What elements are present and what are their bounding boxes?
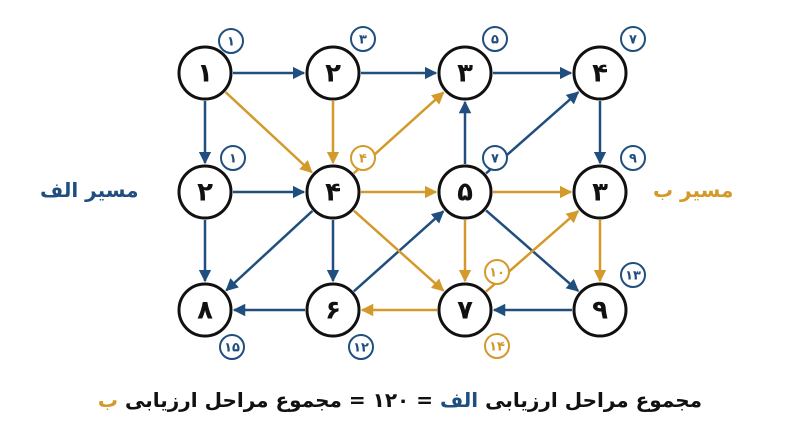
path-a-label: مسیر الف <box>40 178 139 202</box>
footer-path-b: ب <box>97 388 119 412</box>
node-label: ۷ <box>457 296 473 326</box>
node-label: ۹ <box>592 296 608 326</box>
step-badge: ۱۴ <box>484 333 510 359</box>
badge-label: ۱۴ <box>489 340 505 355</box>
node-label: ۶ <box>325 296 341 326</box>
step-badge: ۹ <box>620 145 646 171</box>
badge-circle <box>484 333 510 359</box>
step-badge: ۳ <box>350 26 376 52</box>
node-label: ۳ <box>457 59 473 89</box>
step-badge: ۱ <box>220 145 246 171</box>
node-label: ۵ <box>457 178 473 208</box>
badge-label: ۷ <box>491 152 499 167</box>
node-r2c1: ۲ <box>177 164 233 220</box>
node-circle <box>572 164 628 220</box>
node-circle <box>305 164 361 220</box>
node-r3c4: ۹ <box>572 282 628 338</box>
node-circle <box>177 282 233 338</box>
node-r2c4: ۳ <box>572 164 628 220</box>
node-circle <box>177 45 233 101</box>
badge-label: ۵ <box>491 33 499 48</box>
badge-label: ۱ <box>229 152 237 167</box>
node-label: ۱ <box>197 59 213 89</box>
edge-r2c2-r3c1 <box>225 210 314 292</box>
node-circle <box>572 282 628 338</box>
badge-label: ۹ <box>629 152 637 167</box>
node-label: ۸ <box>197 296 213 326</box>
node-label: ۴ <box>325 178 341 208</box>
badge-label: ۷ <box>629 33 637 48</box>
badge-circle <box>620 26 646 52</box>
step-badge: ۷ <box>482 145 508 171</box>
badge-circle <box>350 26 376 52</box>
node-r2c2: ۴ <box>305 164 361 220</box>
node-circle <box>437 164 493 220</box>
badge-circle <box>219 334 245 360</box>
node-circle <box>572 45 628 101</box>
step-badge: ۱۰ <box>484 259 510 285</box>
node-circle <box>177 164 233 220</box>
badge-label: ۱۳ <box>625 269 641 284</box>
node-r3c2: ۶ <box>305 282 361 338</box>
badge-label: ۱۰ <box>489 266 505 281</box>
badge-label: ۳ <box>359 33 367 48</box>
node-circle <box>437 45 493 101</box>
badge-circle <box>218 28 244 54</box>
node-label: ۴ <box>592 59 608 89</box>
badge-circle <box>620 145 646 171</box>
badge-circle <box>482 145 508 171</box>
badge-label: ۱۲ <box>353 341 369 356</box>
node-r3c1: ۸ <box>177 282 233 338</box>
badge-circle <box>350 145 376 171</box>
footer-suffix: مجموع مراحل ارزیابی <box>125 388 342 412</box>
node-r1c1: ۱ <box>177 45 233 101</box>
node-r2c3: ۵ <box>437 164 493 220</box>
node-circle <box>305 45 361 101</box>
step-badge: ۵ <box>482 26 508 52</box>
step-badge: ۴ <box>350 145 376 171</box>
edge-r2c2-r3c3 <box>353 209 445 292</box>
step-badge: ۱ <box>218 28 244 54</box>
step-badge: ۱۳ <box>620 262 646 288</box>
badge-label: ۱۵ <box>224 341 240 356</box>
badge-circle <box>348 334 374 360</box>
step-badge: ۱۵ <box>219 334 245 360</box>
edge-r1c1-r2c2 <box>224 91 313 174</box>
edges <box>198 66 607 317</box>
footer-middle: = ۱۲۰ = <box>348 388 433 412</box>
node-circle <box>305 282 361 338</box>
node-r3c3: ۷ <box>437 282 493 338</box>
badge-circle <box>482 26 508 52</box>
badge-circle <box>484 259 510 285</box>
nodes: ۱ ۲ ۳ ۴ ۲ ۴ ۵ ۳ ۸ ۶ ۷ ۹ <box>177 45 628 338</box>
node-label: ۲ <box>197 178 213 208</box>
node-label: ۳ <box>592 178 608 208</box>
node-circle <box>437 282 493 338</box>
step-badge: ۷ <box>620 26 646 52</box>
badge-circle <box>220 145 246 171</box>
footer-prefix: مجموع مراحل ارزیابی <box>485 388 703 412</box>
badge-circle <box>620 262 646 288</box>
path-b-label: مسیر ب <box>653 178 734 202</box>
badge-label: ۴ <box>359 152 367 167</box>
badge-label: ۱ <box>227 35 235 50</box>
node-r1c4: ۴ <box>572 45 628 101</box>
footer-equation: مجموع مراحل ارزیابی الف = ۱۲۰ = مجموع مر… <box>0 388 800 412</box>
node-r1c3: ۳ <box>437 45 493 101</box>
node-r1c2: ۲ <box>305 45 361 101</box>
step-badge: ۱۲ <box>348 334 374 360</box>
footer-path-a: الف <box>439 388 479 412</box>
node-label: ۲ <box>325 59 341 89</box>
